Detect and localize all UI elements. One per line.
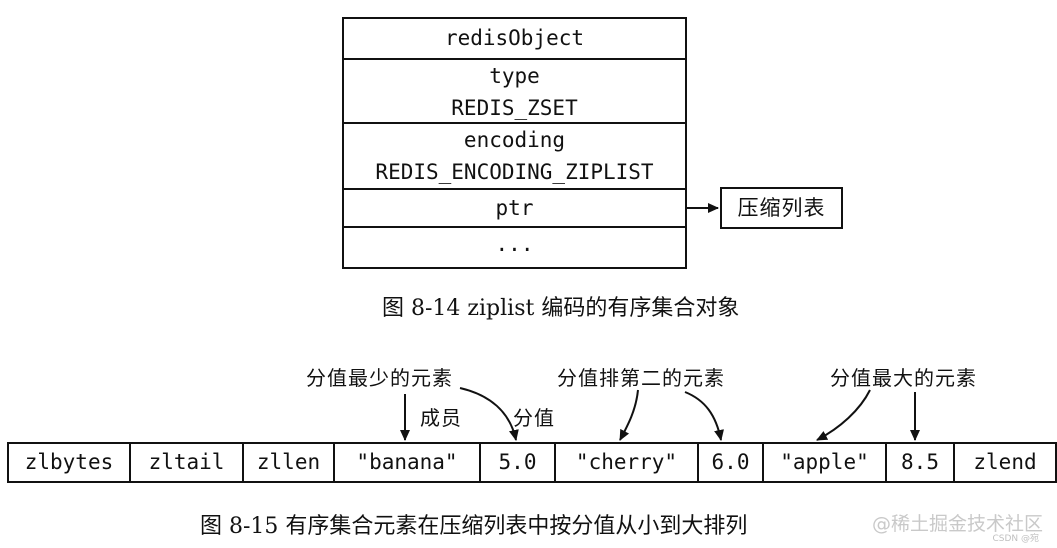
ziplist-row: zlbytes zltail zllen "banana" 5.0 "cherr… <box>7 442 1057 483</box>
encoding-row: encoding REDIS_ENCODING_ZIPLIST <box>344 124 685 190</box>
type-value: REDIS_ZSET <box>451 96 578 120</box>
encoding-value: REDIS_ENCODING_ZIPLIST <box>375 160 654 184</box>
ellipsis-row: ... <box>344 228 685 267</box>
ellipsis-label: ... <box>495 232 534 256</box>
score-arrow-second <box>684 391 724 441</box>
watermark-small: CSDN @宛 <box>992 534 1039 544</box>
redis-object-label: redisObject <box>444 26 585 50</box>
ziplist-target-box: 压缩列表 <box>720 187 843 229</box>
member-arrow-second <box>619 389 639 441</box>
figure-8-15-caption: 图 8-15 有序集合元素在压缩列表中按分值从小到大排列 <box>200 514 748 539</box>
ziplist-cell-score-5: 5.0 <box>481 444 556 481</box>
member-arrow-max <box>816 389 871 441</box>
annotation-score: 分值 <box>513 406 555 430</box>
redis-object-diagram: redisObject type REDIS_ZSET encoding RED… <box>342 17 687 269</box>
ziplist-cell-score-6: 6.0 <box>699 444 764 481</box>
annotation-max-score: 分值最大的元素 <box>830 366 977 390</box>
encoding-label: encoding <box>463 128 566 152</box>
ziplist-cell-member-apple: "apple" <box>764 444 887 481</box>
ziplist-cell-score-8-5: 8.5 <box>887 444 955 481</box>
redis-object-title: redisObject <box>344 19 685 60</box>
annotation-member: 成员 <box>420 406 462 430</box>
ptr-label: ptr <box>495 196 534 220</box>
ziplist-cell-zltail: zltail <box>131 444 244 481</box>
ptr-row: ptr <box>344 190 685 228</box>
watermark: @稀土掘金技术社区 <box>871 513 1043 535</box>
ziplist-cell-member-cherry: "cherry" <box>556 444 699 481</box>
annotation-second-score: 分值排第二的元素 <box>557 366 725 390</box>
ziplist-cell-zllen: zllen <box>244 444 335 481</box>
type-row: type REDIS_ZSET <box>344 60 685 124</box>
score-arrow-min <box>459 387 519 441</box>
ziplist-cell-zlbytes: zlbytes <box>9 444 131 481</box>
ziplist-cell-member-banana: "banana" <box>335 444 481 481</box>
ziplist-target-label: 压缩列表 <box>737 196 826 220</box>
type-label: type <box>489 64 540 88</box>
figure-8-14-caption: 图 8-14 ziplist 编码的有序集合对象 <box>382 296 740 321</box>
annotation-min-score: 分值最少的元素 <box>306 366 453 390</box>
ziplist-cell-zlend: zlend <box>973 450 1037 474</box>
